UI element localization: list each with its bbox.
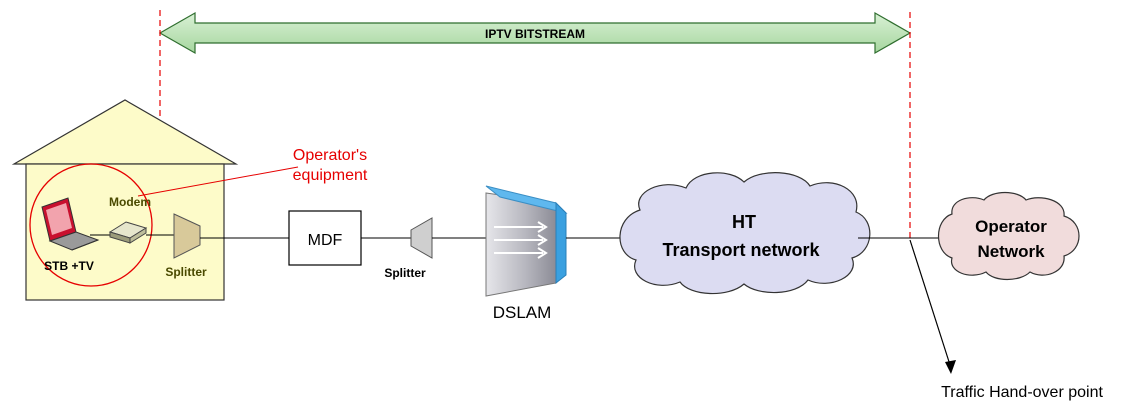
handover-arrowhead xyxy=(945,360,956,374)
house-splitter-label: Splitter xyxy=(165,265,207,279)
operator-cloud-line2: Network xyxy=(977,242,1045,261)
operator-cloud-line1: Operator xyxy=(975,217,1047,236)
operator-equipment-line1: Operator's xyxy=(293,147,367,164)
handover-pointer-line xyxy=(909,239,952,369)
modem-icon xyxy=(108,221,148,244)
modem-label: Modem xyxy=(109,195,151,209)
splitter2-label: Splitter xyxy=(384,266,426,280)
mdf-box xyxy=(288,210,362,266)
dslam-label: DSLAM xyxy=(493,303,552,322)
stb-tv-icon xyxy=(41,197,100,251)
operator-equipment-pointer xyxy=(137,166,299,197)
ht-cloud-line1: HT xyxy=(732,212,756,232)
iptv-bitstream-label: IPTV BITSTREAM xyxy=(485,27,585,41)
mdf-label: MDF xyxy=(308,232,343,249)
operator-equipment-circle xyxy=(29,163,153,287)
house-roof xyxy=(11,99,239,165)
splitter2-icon xyxy=(410,217,433,259)
dslam-icon xyxy=(485,185,568,297)
operator-equipment-line2: equipment xyxy=(293,167,368,184)
ht-transport-cloud xyxy=(619,172,871,295)
iptv-bitstream-arrow: IPTV BITSTREAM xyxy=(158,11,912,55)
operator-network-cloud xyxy=(938,191,1080,281)
handover-label: Traffic Hand-over point xyxy=(941,384,1103,401)
ht-cloud-line2: Transport network xyxy=(662,240,820,260)
house-splitter-icon xyxy=(173,213,201,259)
stb-tv-label: STB +TV xyxy=(44,259,94,273)
